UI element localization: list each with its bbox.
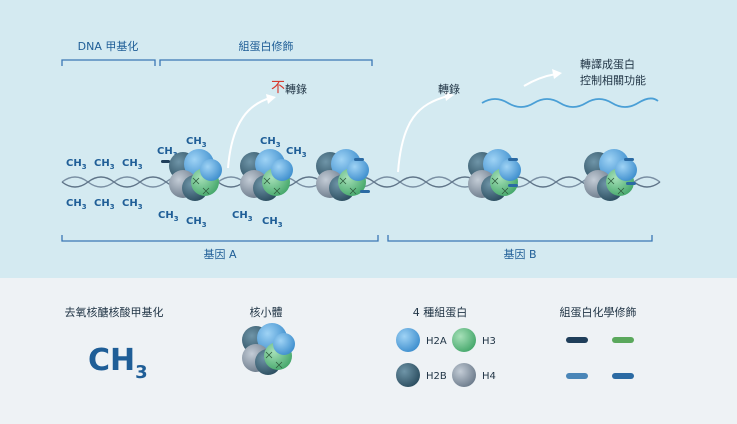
legend-histones: H2A H3 H2B H4: [396, 328, 496, 387]
modification-swatch: [612, 337, 634, 343]
histone-h2b-swatch: [396, 363, 420, 387]
arrow-transcription: [397, 95, 449, 173]
legend-modification-title: 組蛋白化學修飾: [560, 305, 637, 319]
legend-histones-title: 4 種組蛋白: [413, 305, 468, 319]
arrow-not-transcribed: [227, 97, 271, 169]
ch3-mark: CH3: [232, 210, 253, 223]
label-transcription: 轉錄: [438, 82, 460, 96]
nucleosome: [467, 148, 522, 202]
arrow-translation: [523, 73, 557, 87]
ch3-mark: CH3: [262, 216, 283, 229]
nucleosome: [161, 148, 223, 202]
nucleosome: [583, 148, 638, 202]
label-translate-line2: 控制相關功能: [580, 73, 646, 87]
histone-h3-label: H3: [482, 336, 496, 347]
ch3-mark: CH3: [66, 198, 87, 211]
histone-h2b-label: H2B: [426, 371, 447, 382]
ch3-mark: CH3: [66, 158, 87, 171]
histone-h3-swatch: [452, 328, 476, 352]
histone-h2a-label: H2A: [426, 336, 447, 347]
legend-ch3-symbol: CH3: [88, 343, 148, 383]
label-gene-a: 基因 A: [203, 248, 236, 261]
label-histone-modification: 組蛋白修飾: [239, 39, 294, 53]
modification-swatch: [566, 337, 588, 343]
modification-swatch: [566, 373, 588, 379]
ch3-mark: CH3: [260, 136, 281, 149]
label-not: 不: [271, 80, 285, 96]
legend-nucleosome-title: 核小體: [250, 305, 283, 319]
histone-h2a-swatch: [396, 328, 420, 352]
legend-methylation-title: 去氧核醣核酸甲基化: [65, 305, 164, 319]
histone-h4-label: H4: [482, 371, 496, 382]
label-dna-methylation: DNA 甲基化: [78, 39, 139, 53]
legend-panel: [0, 278, 737, 420]
bracket-dna-methylation: [61, 59, 156, 66]
ch3-mark: CH3: [286, 146, 307, 159]
modification-swatch: [612, 373, 634, 379]
ch3-mark: CH3: [94, 158, 115, 171]
mrna-wave: [481, 97, 659, 108]
nucleosome: [315, 148, 370, 202]
bracket-gene-b: [387, 235, 653, 242]
bracket-gene-a: [61, 235, 379, 242]
label-not-transcribed: 轉錄: [285, 82, 307, 96]
histone-h4-swatch: [452, 363, 476, 387]
ch3-mark: CH3: [186, 136, 207, 149]
ch3-mark: CH3: [94, 198, 115, 211]
ch3-mark: CH3: [158, 210, 179, 223]
ch3-mark: CH3: [122, 198, 143, 211]
label-gene-b: 基因 B: [503, 248, 536, 261]
top-panel: [0, 0, 737, 278]
ch3-mark: CH3: [122, 158, 143, 171]
ch3-groups: CH3 CH3 CH3 CH3 CH3 CH3 CH3 CH3 CH3 CH3 …: [66, 136, 307, 229]
label-translate-line1: 轉譯成蛋白: [580, 57, 635, 71]
legend-modifications: [566, 337, 634, 379]
bracket-histone-modification: [159, 59, 373, 66]
ch3-mark: CH3: [186, 216, 207, 229]
